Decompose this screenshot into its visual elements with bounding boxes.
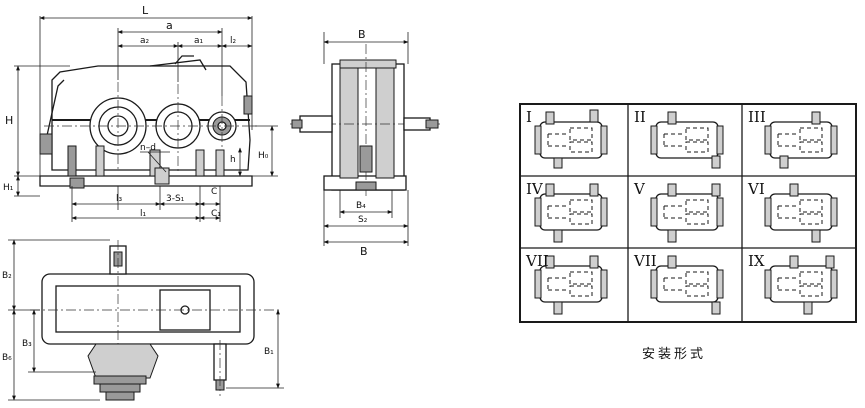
plan-coupling [87,343,159,379]
dim-B6: B₆ [2,353,12,363]
mount-cell-3: III [748,108,838,169]
mount-cell-5: V [633,180,724,243]
dim-S2: S₂ [358,215,368,225]
side-input-shaft [299,115,333,133]
front-view: L a a₂ a₁ l₂ H H₁ H₀ h l₃ 3-S₁ C l₁ C₁ [3,4,278,222]
mount-label-6: VI [747,180,765,198]
mounting-forms-caption: 安装形式 [642,347,707,362]
mount-label-9: IX [748,252,765,270]
mount-label-2: II [634,108,646,126]
dim-l3: l₃ [116,194,123,204]
mount-cell-2: II [634,108,724,169]
dim-H1: H₁ [3,183,14,193]
dim-B1: B₁ [264,347,274,357]
dim-B-top: B [358,28,366,41]
plan-housing [41,273,255,345]
dim-B3: B₃ [22,339,32,349]
mount-cell-4: IV [526,180,608,243]
plan-view: B₂ B₆ B₃ B₁ [2,239,284,401]
dim-H: H [5,114,13,127]
dim-H0: H₀ [258,151,269,161]
dim-h: h [230,155,236,165]
mount-label-4: IV [526,180,544,198]
mount-label-3: III [748,108,766,126]
mount-label-8: VII [633,252,657,270]
dim-l2: l₂ [230,36,237,46]
dim-S1: 3-S₁ [166,194,185,204]
dim-a: a [166,19,173,32]
dim-B2: B₂ [2,271,12,281]
mount-cell-6: VI [747,180,838,243]
mount-label-5: V [633,180,646,198]
dim-a2: a₂ [140,36,150,46]
dim-B4: B₄ [356,201,366,211]
dim-C1: C₁ [211,209,221,219]
mount-label-7: VII [525,252,549,270]
mount-label-1: I [526,108,532,126]
dim-l1: l₁ [140,209,147,219]
front-base [39,175,253,187]
dim-C: C [211,187,217,197]
dim-L: L [142,4,149,17]
mount-cell-9: IX [748,252,838,315]
mount-cell-8: VII [633,252,724,315]
dim-a1: a₁ [194,36,204,46]
mount-cell-7: VII [525,252,608,315]
side-view: B B₄ S₂ B [290,28,440,258]
dim-nd: n–d [140,143,156,153]
mounting-forms-grid: I II III IV V [519,103,857,323]
mount-cell-1: I [526,108,608,169]
dim-B-bottom: B [360,245,368,258]
